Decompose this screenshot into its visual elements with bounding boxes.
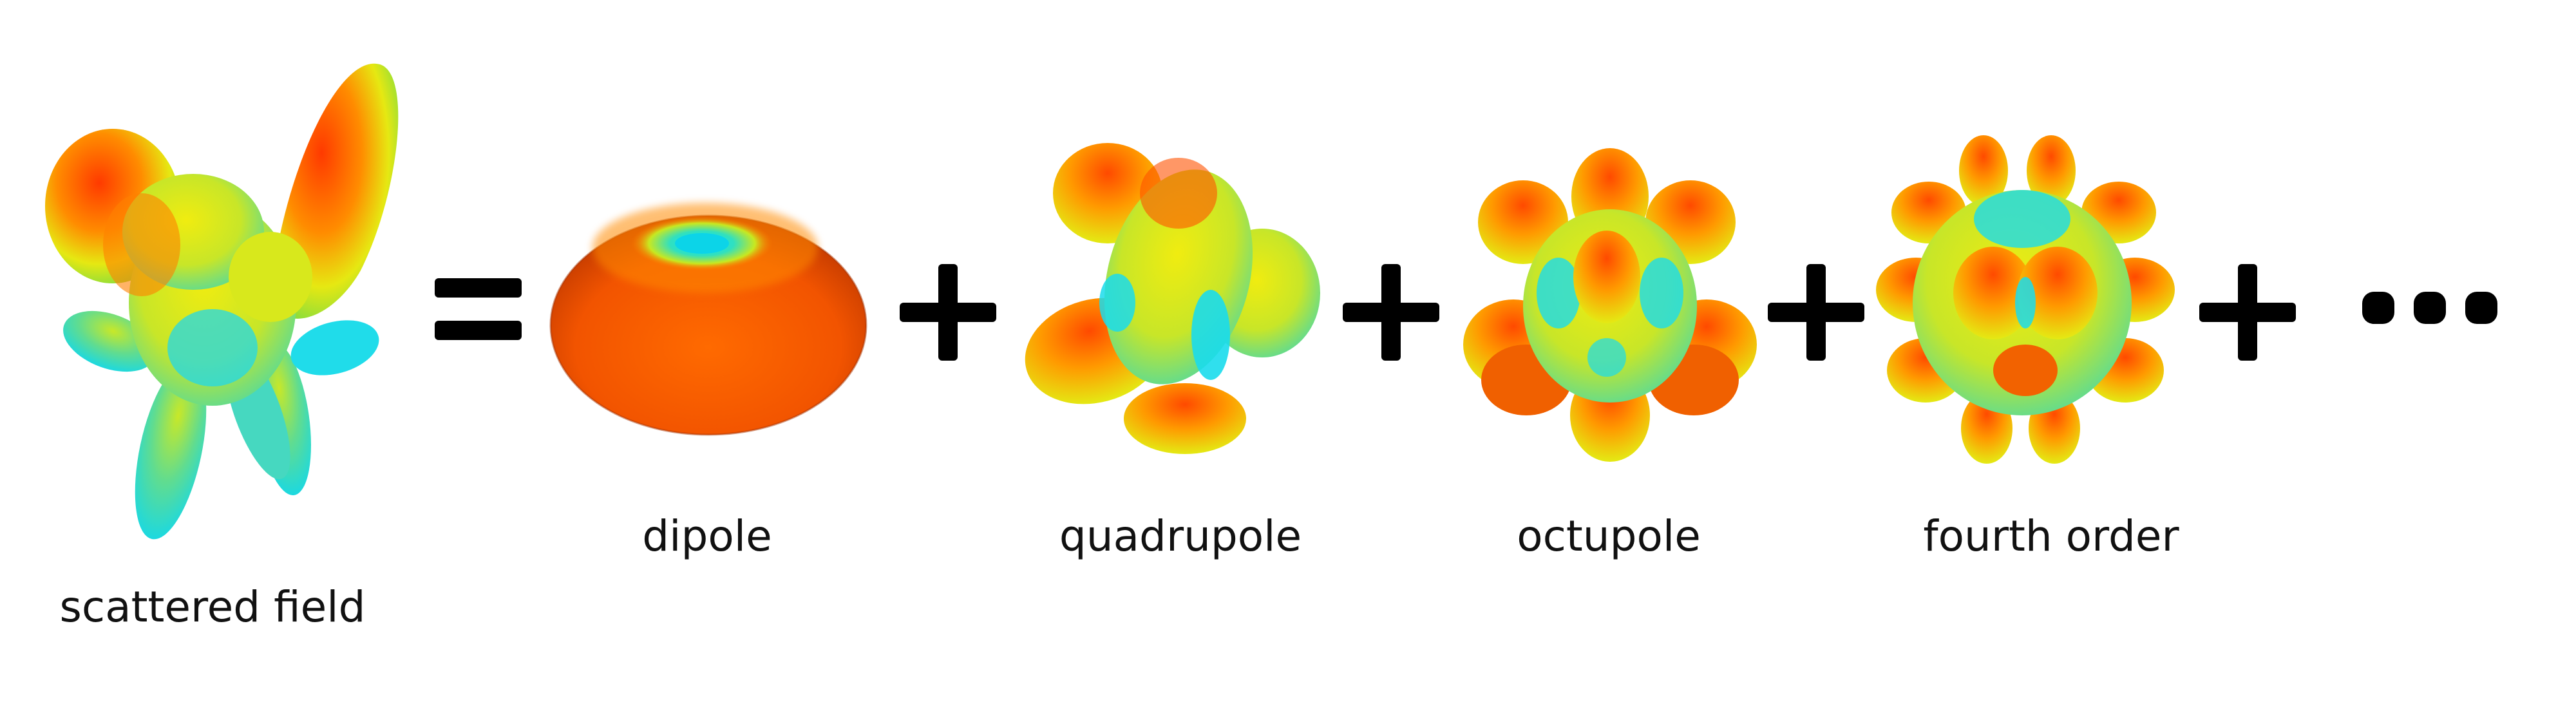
plus-sign-4 <box>2199 264 2296 361</box>
ellipsis <box>2362 292 2497 324</box>
scattered-field-shape <box>45 63 399 540</box>
label-scattered-field: scattered field <box>59 582 366 632</box>
octupole-shape <box>1463 148 1757 462</box>
label-fourth-order: fourth order <box>1923 511 2179 561</box>
quadrupole-shape <box>1025 143 1320 454</box>
plus-sign-3 <box>1768 264 1864 361</box>
label-dipole: dipole <box>642 511 772 561</box>
fourth-order-shape <box>1876 135 2175 464</box>
label-octupole: octupole <box>1517 511 1701 561</box>
plus-sign-1 <box>900 264 996 361</box>
equals-sign <box>435 278 522 340</box>
dipole-shape <box>549 203 867 436</box>
plus-sign-2 <box>1343 264 1439 361</box>
label-quadrupole: quadrupole <box>1059 511 1302 561</box>
